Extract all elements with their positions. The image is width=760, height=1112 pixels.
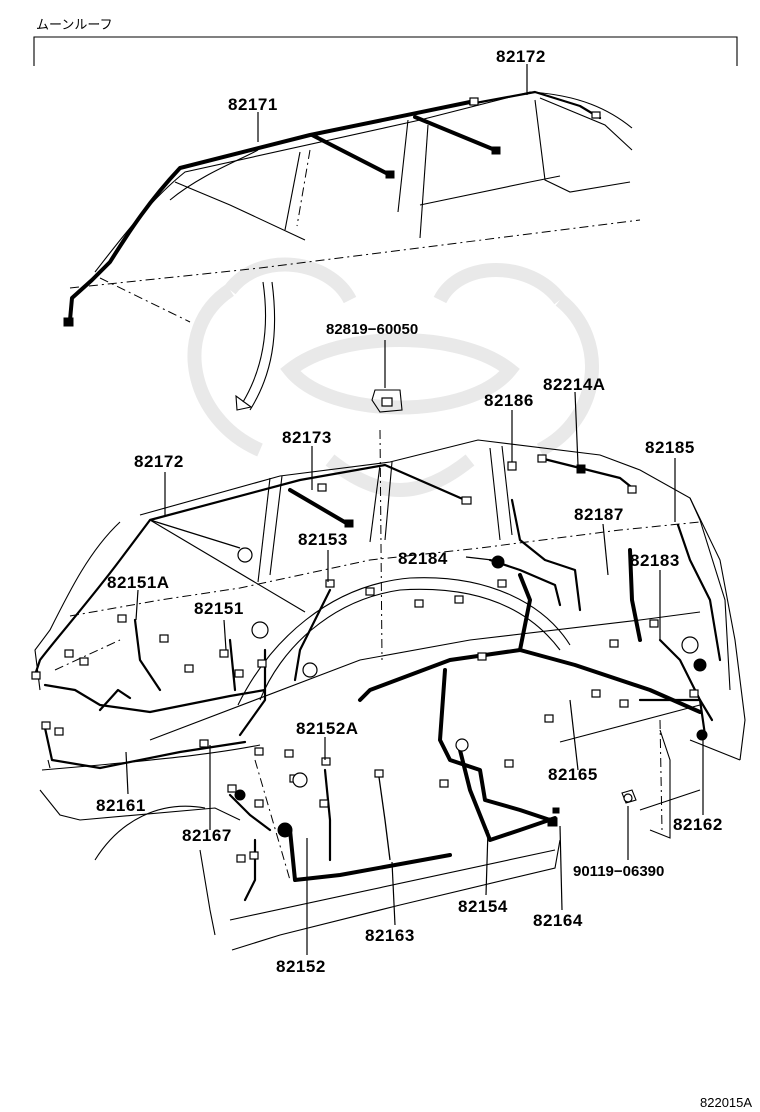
label-82161: 82161 <box>96 796 146 815</box>
label-90119-06390: 90119−06390 <box>573 863 664 880</box>
label-82173: 82173 <box>282 428 332 447</box>
label-82167: 82167 <box>182 826 232 845</box>
direction-arrow <box>235 281 276 411</box>
label-82172-top: 82172 <box>496 47 546 66</box>
label-82187: 82187 <box>574 505 624 524</box>
label-82164: 82164 <box>533 911 583 930</box>
label-82152: 82152 <box>276 957 326 976</box>
label-82183: 82183 <box>630 551 680 570</box>
part-labels: 82172 82171 82819−60050 82186 82214A 821… <box>96 47 723 976</box>
moonroof-detail-view <box>63 90 641 327</box>
header-bracket <box>33 36 738 66</box>
label-82171: 82171 <box>228 95 278 114</box>
label-82153: 82153 <box>298 530 348 549</box>
label-82186: 82186 <box>484 391 534 410</box>
label-82152a: 82152A <box>296 719 359 738</box>
label-82184: 82184 <box>398 549 448 568</box>
label-82162: 82162 <box>673 815 723 834</box>
moonroof-heading: ムーンルーフ <box>36 18 113 33</box>
leader-lines <box>125 64 704 955</box>
label-82154: 82154 <box>458 897 508 916</box>
harness-lines <box>31 389 722 902</box>
label-82819-60050: 82819−60050 <box>326 321 418 338</box>
label-82172: 82172 <box>134 452 184 471</box>
label-82163: 82163 <box>365 926 415 945</box>
label-82214a: 82214A <box>543 375 606 394</box>
watermark-emblem <box>187 257 599 497</box>
figure-code: 822015A <box>700 1095 752 1110</box>
label-82151: 82151 <box>194 599 244 618</box>
label-82151a: 82151A <box>107 573 170 592</box>
label-82165: 82165 <box>548 765 598 784</box>
label-82185: 82185 <box>645 438 695 457</box>
